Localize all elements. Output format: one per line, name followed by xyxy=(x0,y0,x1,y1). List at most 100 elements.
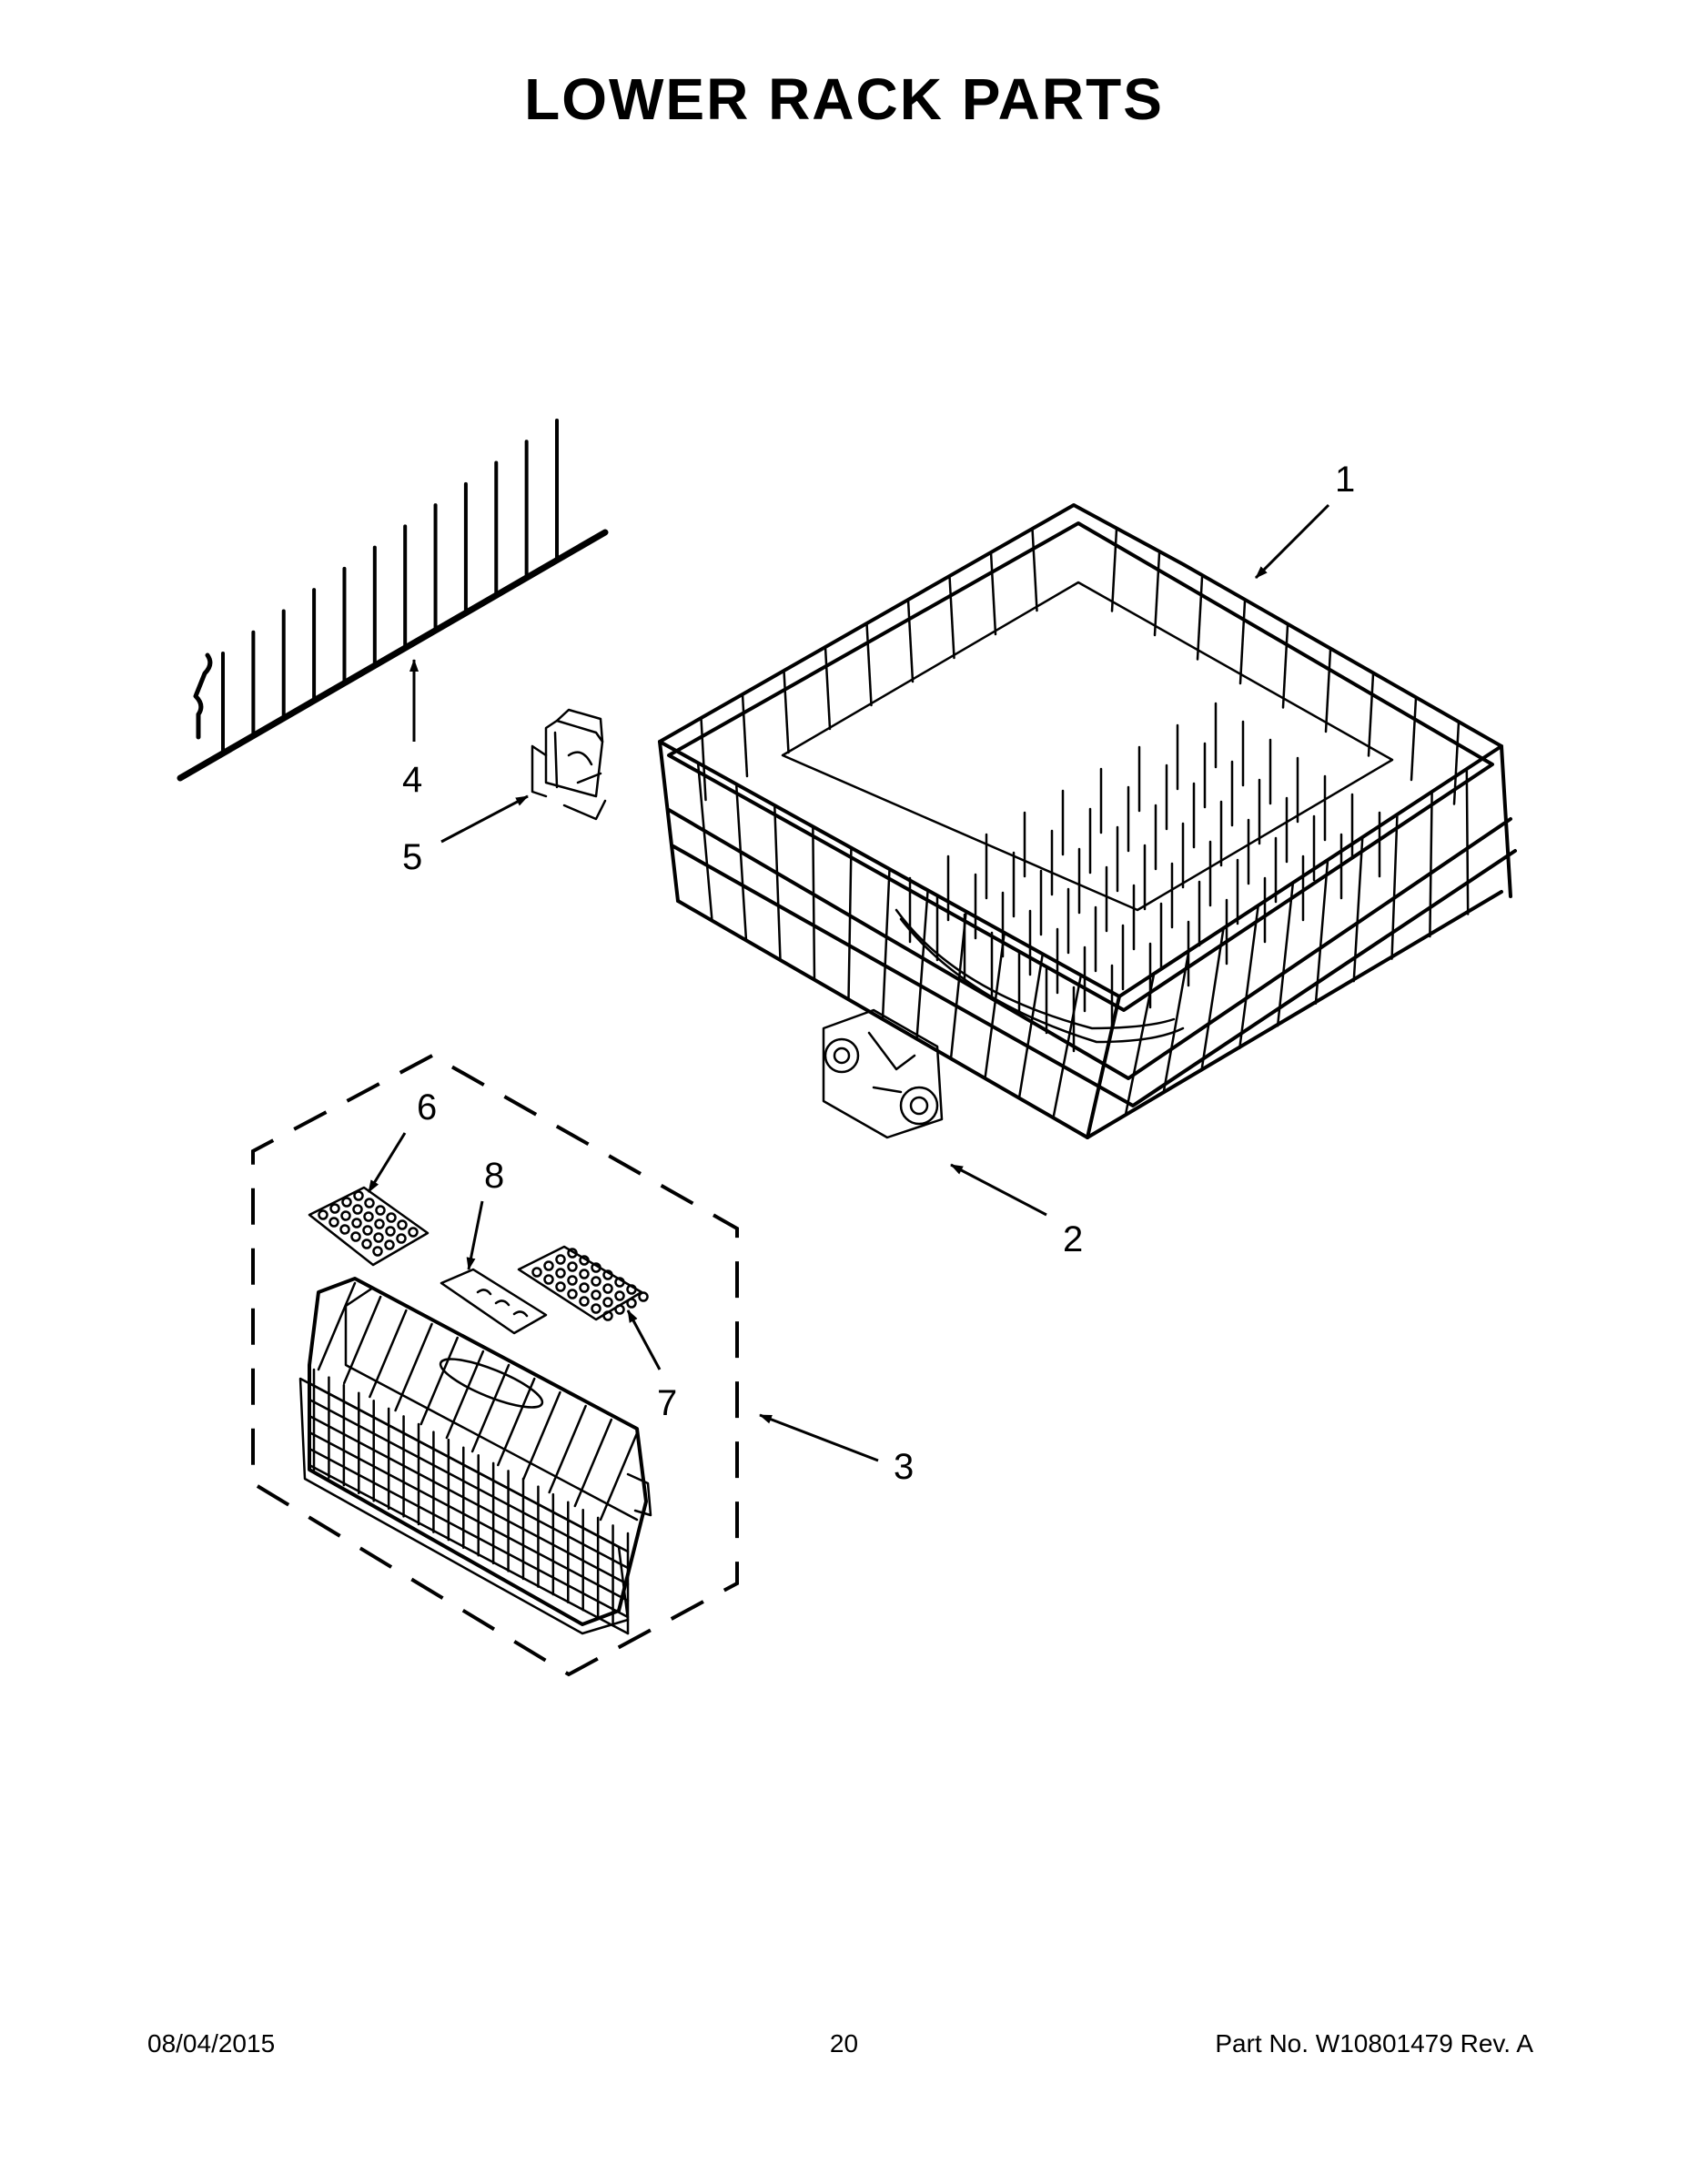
lid-hole xyxy=(591,1276,601,1287)
lid-hole xyxy=(567,1261,578,1272)
lid-hole xyxy=(614,1277,625,1288)
footer-date: 08/04/2015 xyxy=(147,2029,276,2058)
lid-hole xyxy=(363,1211,374,1222)
rack-wire xyxy=(865,622,873,707)
leader-arrows xyxy=(367,503,1330,1462)
lid-hole xyxy=(361,1239,372,1249)
lower-rack-part xyxy=(658,503,1517,1139)
lid-hole xyxy=(602,1310,613,1321)
callout-2: 2 xyxy=(1063,1219,1083,1259)
lid-hole xyxy=(408,1227,419,1238)
rack-wire xyxy=(1465,767,1470,915)
lid-hole xyxy=(626,1284,637,1295)
rack-wire xyxy=(906,598,915,683)
lid-hole xyxy=(339,1224,350,1235)
lid-hole xyxy=(555,1268,566,1279)
rack-wire xyxy=(1324,648,1332,733)
lid-hole xyxy=(351,1218,362,1228)
lid-hole xyxy=(602,1297,613,1308)
leader-2 xyxy=(950,1163,1047,1217)
lid-hole xyxy=(318,1209,329,1220)
rack-wire xyxy=(881,867,891,1021)
callout-8: 8 xyxy=(484,1156,504,1196)
leader-7 xyxy=(626,1309,662,1370)
lid-hole xyxy=(543,1260,554,1271)
rack-wire xyxy=(1410,696,1418,782)
lid-hole xyxy=(352,1204,363,1215)
rack-wire xyxy=(1276,881,1295,1027)
rack-wire xyxy=(1153,551,1161,637)
lid-hole xyxy=(543,1274,554,1285)
rack-wire xyxy=(1238,904,1259,1050)
lid-hole xyxy=(591,1262,601,1273)
basket-cover-left-part xyxy=(308,1186,430,1267)
callout-7: 7 xyxy=(657,1383,677,1423)
basket-mesh-wire xyxy=(317,1281,357,1371)
rack-wire xyxy=(1031,527,1038,612)
lid-hole xyxy=(374,1218,385,1229)
lid-hole xyxy=(341,1197,352,1208)
leader-1 xyxy=(1254,503,1330,580)
lid-hole xyxy=(614,1304,625,1315)
rack-wire xyxy=(1017,953,1045,1099)
rack-wire xyxy=(1367,672,1375,757)
lid-hole xyxy=(372,1246,383,1257)
lid-hole xyxy=(375,1205,386,1216)
lid-hole xyxy=(567,1289,578,1299)
lid-hole xyxy=(579,1282,590,1293)
lid-hole xyxy=(385,1226,396,1237)
lid-hole xyxy=(626,1298,637,1309)
lid-hole xyxy=(602,1283,613,1294)
basket-mesh-wire xyxy=(470,1363,510,1453)
basket-mesh-wire xyxy=(308,1431,630,1603)
basket-mesh-wire xyxy=(599,1431,639,1522)
leader-6 xyxy=(367,1132,407,1193)
lid-hole xyxy=(340,1210,351,1221)
lid-hole xyxy=(531,1267,542,1278)
lid-hole xyxy=(591,1303,601,1314)
rack-wire xyxy=(915,889,929,1040)
rack-roller-part xyxy=(822,1008,944,1139)
tine-row-part xyxy=(177,419,609,782)
rack-wire xyxy=(773,804,782,962)
basket-mesh-wire xyxy=(308,1447,630,1619)
lid-hole xyxy=(329,1217,339,1228)
basket-mesh-wire xyxy=(342,1295,382,1385)
basket-mesh-wire xyxy=(419,1336,459,1426)
basket-cover-small-part xyxy=(440,1268,548,1335)
basket-mesh-wire xyxy=(445,1350,485,1440)
lid-hole xyxy=(350,1231,361,1242)
lid-hole xyxy=(567,1248,578,1259)
page-title: LOWER RACK PARTS xyxy=(524,66,1164,132)
rack-wire xyxy=(1196,576,1204,661)
lid-hole xyxy=(353,1190,364,1201)
rack-wire xyxy=(1052,974,1083,1119)
callout-4: 4 xyxy=(402,760,422,800)
rack-wire xyxy=(812,825,816,981)
lid-hole xyxy=(329,1203,340,1214)
rack-wire xyxy=(700,716,707,802)
lid-hole xyxy=(384,1239,395,1250)
footer-part-number: Part No. W10801479 Rev. A xyxy=(1215,2029,1533,2058)
lid-hole xyxy=(579,1269,590,1279)
rack-wire xyxy=(1238,600,1247,685)
lid-hole xyxy=(396,1233,407,1244)
rack-wire xyxy=(1390,813,1399,960)
rack-wire xyxy=(989,551,997,636)
basket-mesh-wire xyxy=(394,1322,433,1412)
lid-hole xyxy=(567,1275,578,1286)
leader-3 xyxy=(759,1413,879,1462)
basket-mesh-wire xyxy=(308,1398,630,1570)
footer-page-number: 20 xyxy=(829,2029,859,2058)
rack-wire xyxy=(1110,528,1118,612)
rack-wire xyxy=(783,669,790,754)
callout-3: 3 xyxy=(894,1447,914,1487)
basket-cover-right-part xyxy=(517,1245,649,1321)
rack-wire xyxy=(948,574,955,660)
lid-hole xyxy=(614,1290,625,1301)
callout-1: 1 xyxy=(1335,460,1355,500)
basket-mesh-wire xyxy=(548,1404,587,1494)
lid-hole xyxy=(602,1269,613,1280)
lid-hole xyxy=(591,1289,601,1300)
